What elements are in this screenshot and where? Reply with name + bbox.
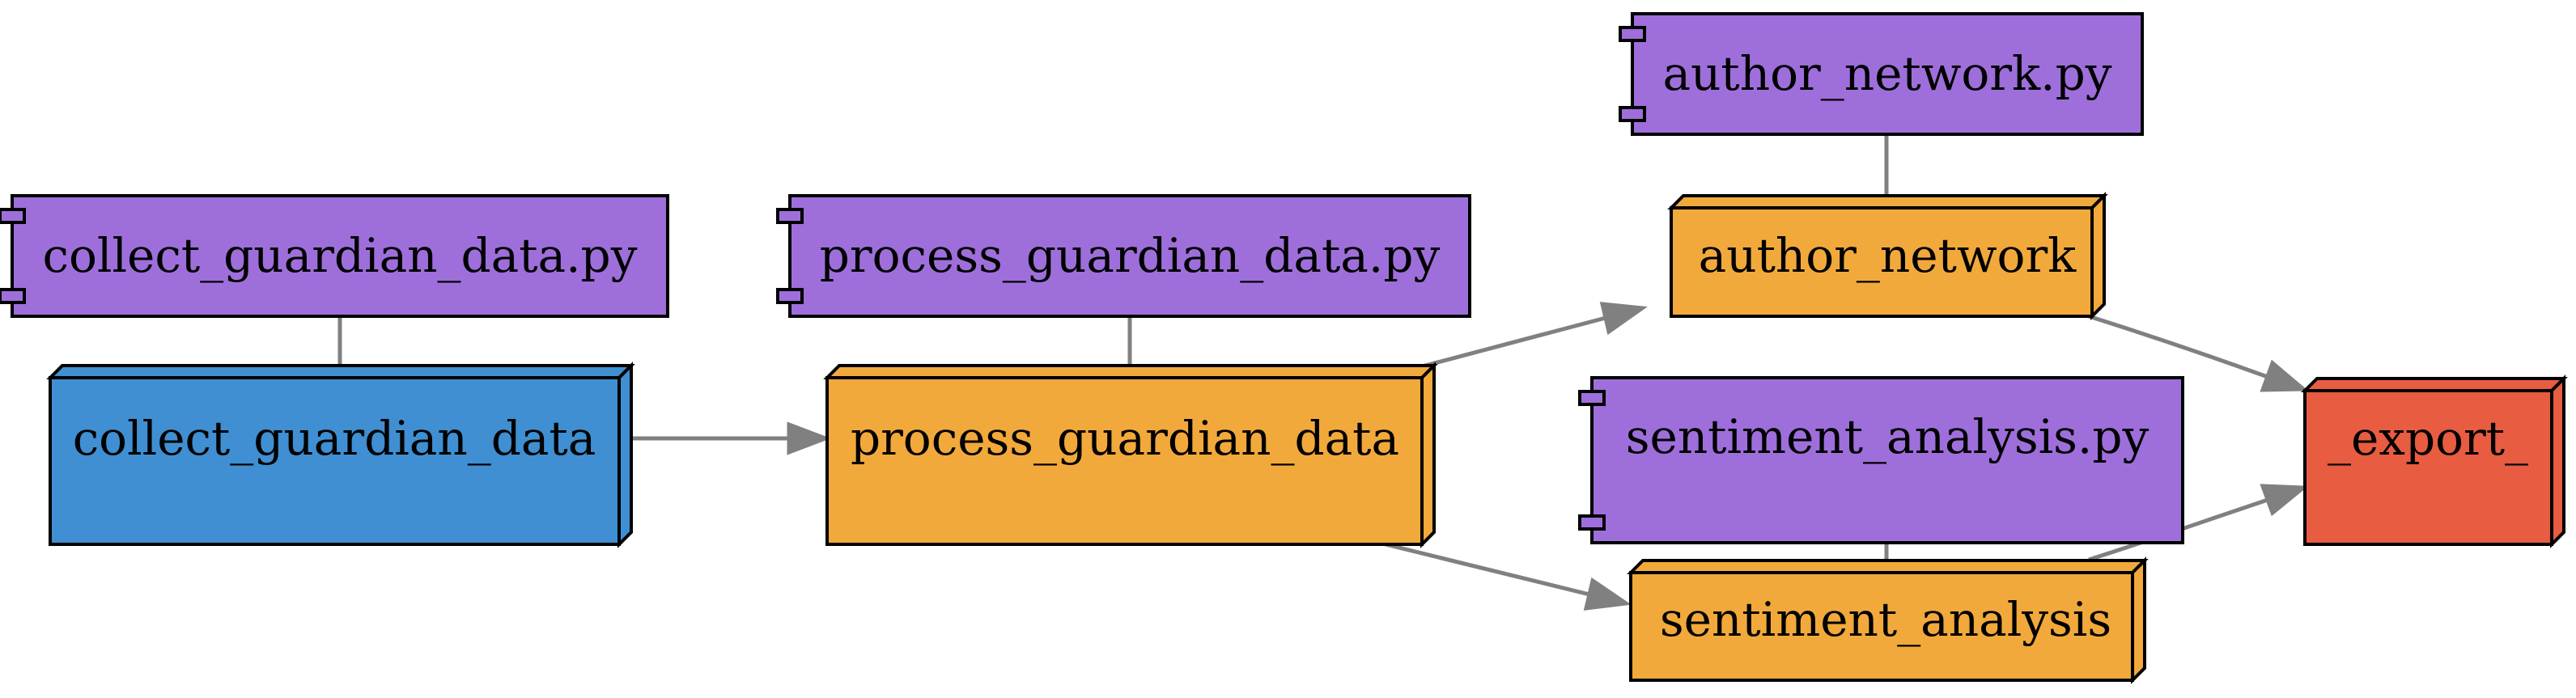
node-collect-script: collect_guardian_data.py: [0, 194, 669, 318]
node-author-script: author_network.py: [1619, 12, 2144, 136]
component-tab-icon: [1619, 26, 1646, 42]
arrowhead-icon: [2260, 359, 2309, 392]
edge-collect-to-process: [631, 421, 832, 455]
component-tab-icon: [1578, 514, 1606, 531]
node-label: sentiment_analysis.py: [1626, 409, 2149, 464]
node-label: process_guardian_data: [851, 411, 1399, 466]
node-sentiment-script: sentiment_analysis.py: [1578, 376, 2184, 544]
edge-author-to-export: [2088, 314, 2309, 392]
node-label: _export_: [2328, 411, 2528, 466]
component-tab-icon: [0, 208, 26, 224]
arrowhead-icon: [1599, 302, 1648, 336]
node-label: sentiment_analysis: [1660, 592, 2111, 647]
node-label: collect_guardian_data.py: [43, 228, 638, 283]
component-tab-icon: [1619, 106, 1646, 122]
component-tab-icon: [0, 288, 26, 304]
component-tab-icon: [776, 288, 804, 304]
node-author-data: author_network: [1667, 192, 2108, 320]
node-process-script: process_guardian_data.py: [776, 194, 1471, 318]
node-sentiment-data: sentiment_analysis: [1627, 556, 2149, 684]
node-label: author_network.py: [1663, 46, 2112, 101]
node-label: collect_guardian_data: [73, 411, 596, 466]
arrowhead-icon: [787, 421, 832, 455]
component-tab-icon: [1578, 390, 1606, 406]
arrowhead-icon: [1583, 577, 1632, 611]
node-collect-data: collect_guardian_data: [46, 362, 635, 548]
node-label: author_network: [1699, 228, 2077, 283]
node-label: process_guardian_data.py: [820, 228, 1441, 283]
arrowhead-icon: [2260, 484, 2309, 517]
edge-process-to-sentiment: [1385, 542, 1632, 611]
node-export: _export_: [2301, 374, 2568, 548]
node-process-data: process_guardian_data: [823, 362, 1438, 548]
component-tab-icon: [776, 208, 804, 224]
